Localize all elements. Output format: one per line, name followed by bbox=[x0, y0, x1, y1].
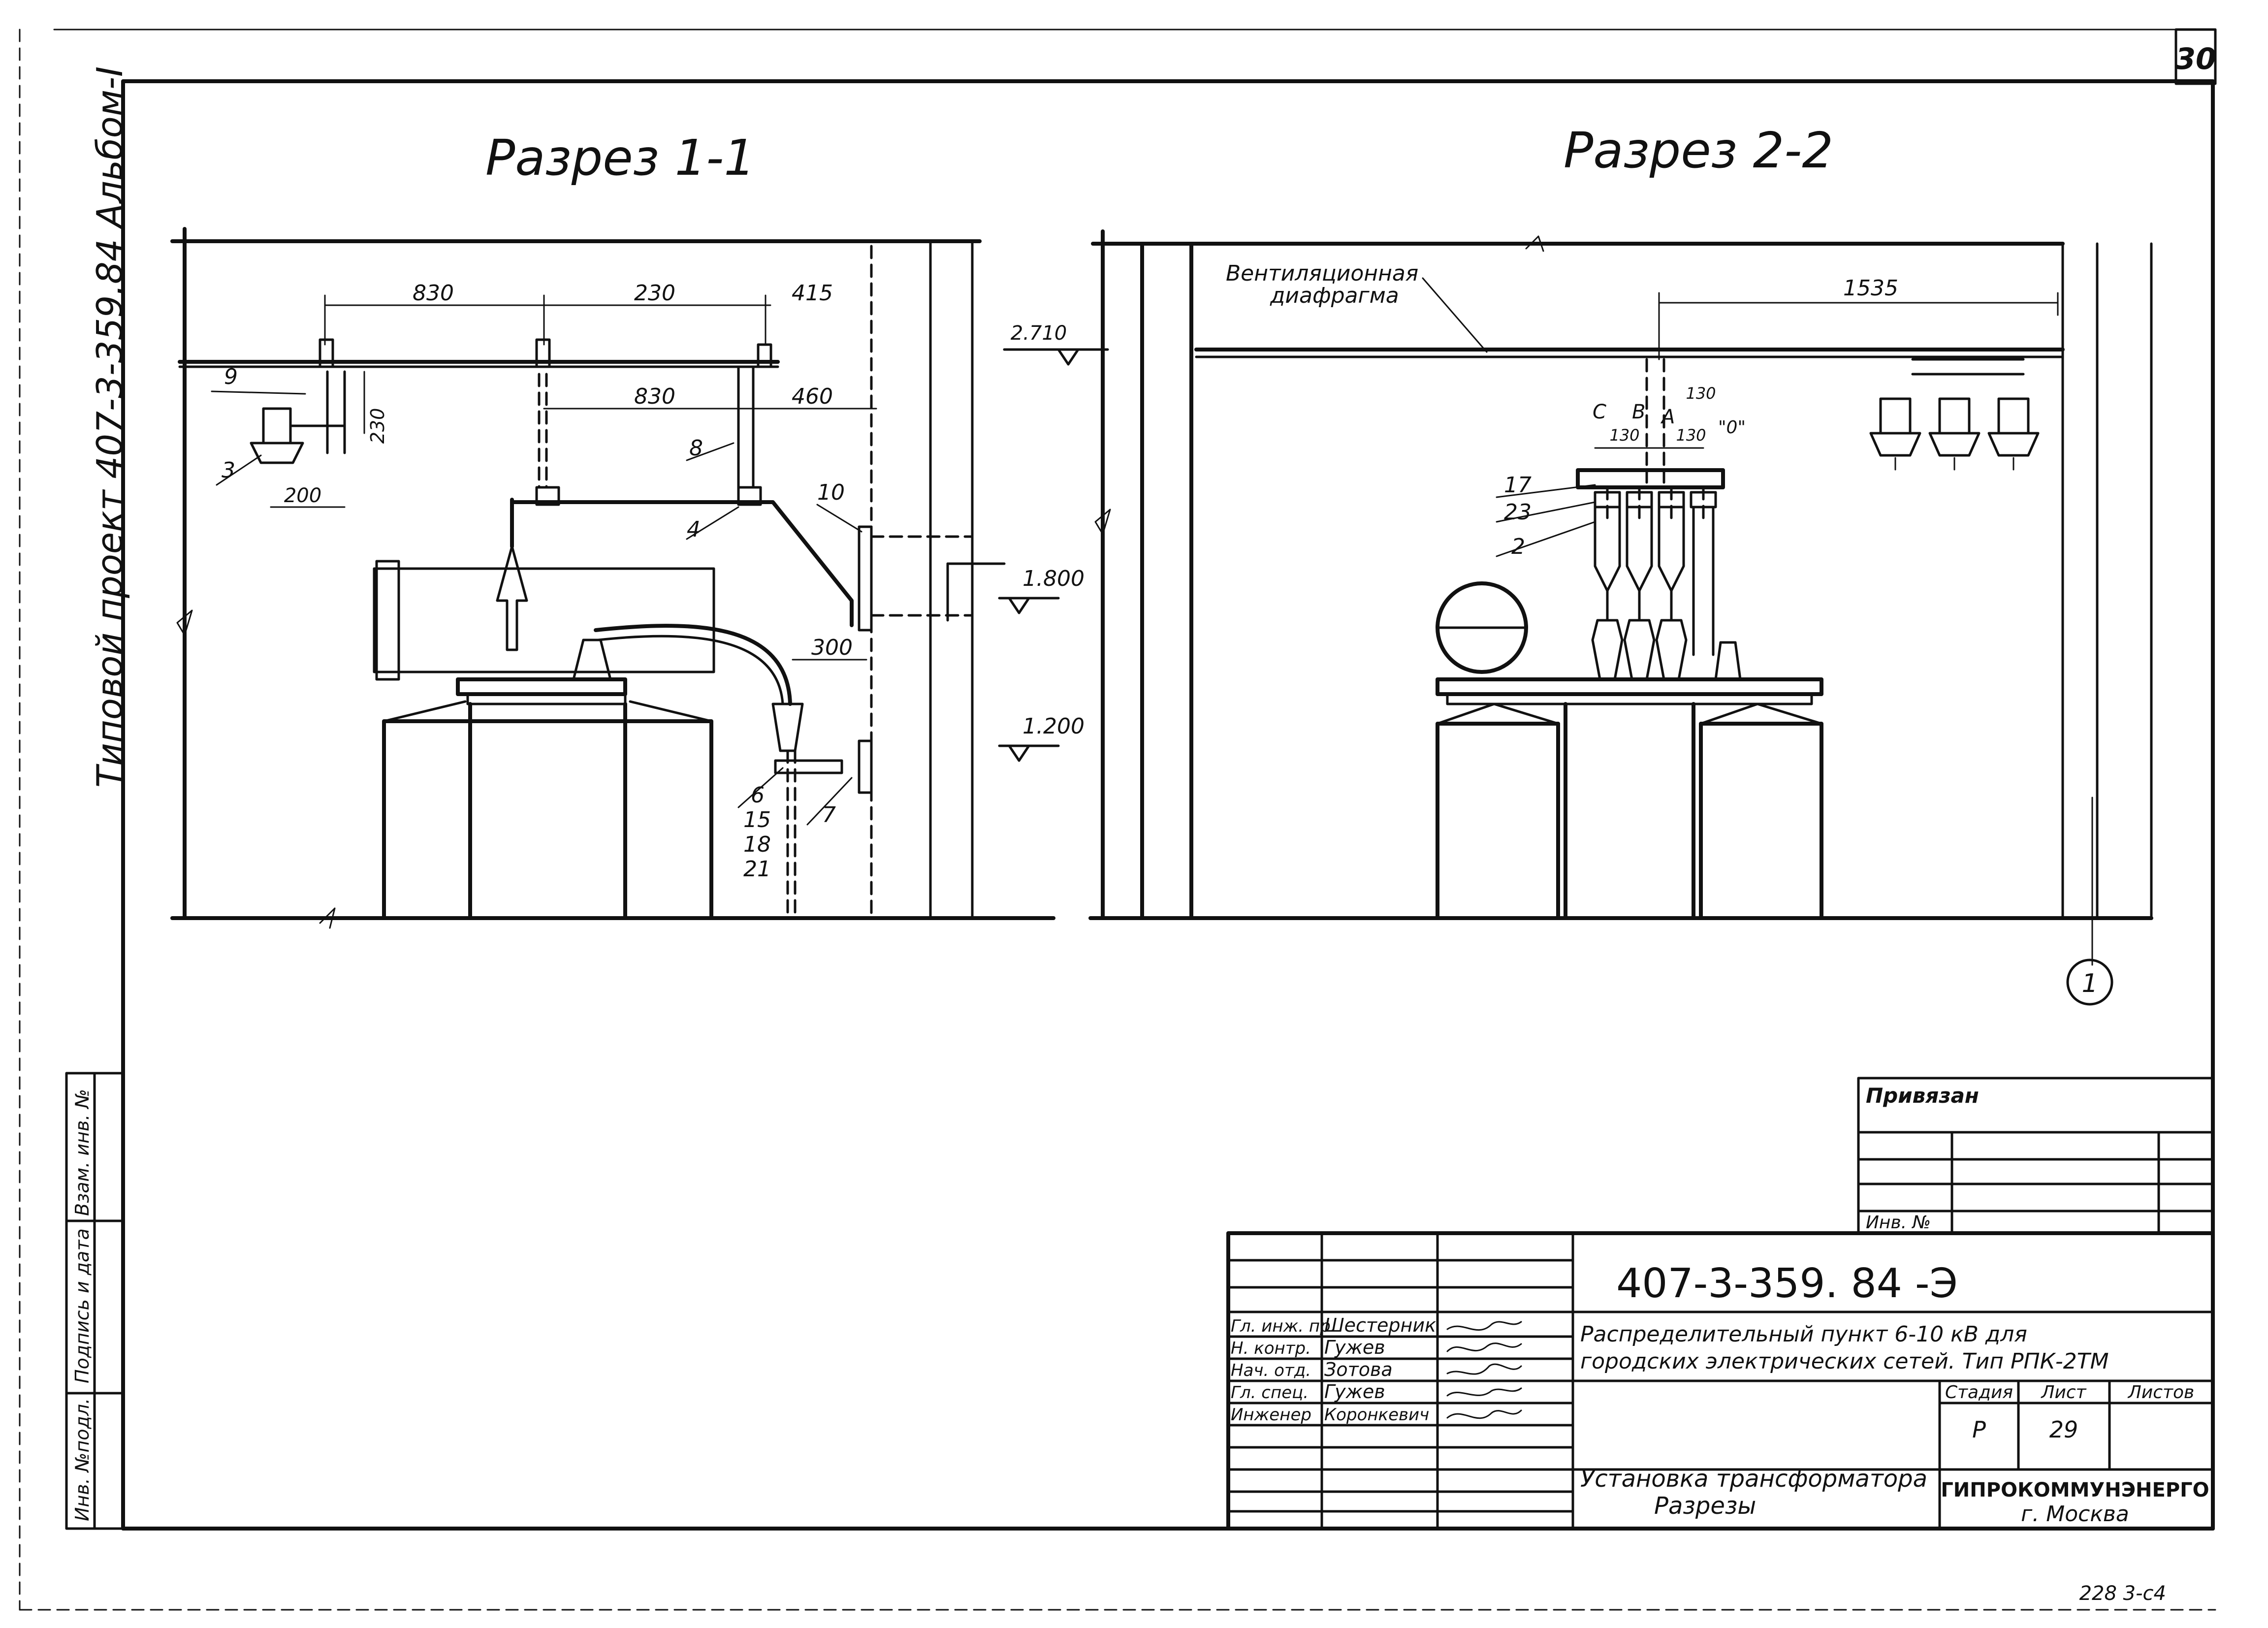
org-city: г. Москва bbox=[2021, 1501, 2129, 1527]
callout-4: 4 bbox=[687, 517, 701, 542]
left-binding-column bbox=[65, 1072, 125, 1530]
callout-15: 15 bbox=[743, 807, 771, 832]
callout-10: 10 bbox=[817, 480, 845, 505]
phase-c-label: С bbox=[1593, 401, 1606, 423]
vent-diaphragm-label-1: Вентиляционная bbox=[1226, 261, 1418, 286]
dim-830b: 830 bbox=[634, 384, 675, 409]
drawing-title-line-1: Установка трансформатора bbox=[1580, 1465, 1927, 1493]
sheets-header: Листов bbox=[2127, 1382, 2194, 1403]
privyazan-label: Привязан bbox=[1866, 1084, 1979, 1108]
dim-830: 830 bbox=[413, 281, 454, 306]
inv-no-label: Инв. № bbox=[1866, 1213, 1931, 1233]
callout-23: 23 bbox=[1504, 500, 1532, 525]
side-stamp: Типовой проект 407-3-359.84 Альбом-I bbox=[89, 66, 130, 788]
project-code: 407-3-359. 84 -Э bbox=[1616, 1260, 1958, 1307]
dim-415: 415 bbox=[792, 281, 833, 306]
dim-230: 230 bbox=[634, 281, 675, 306]
signer-role-1: Гл. инж. пр. bbox=[1231, 1316, 1336, 1336]
axis-marker-1: 1 bbox=[2081, 969, 2098, 998]
callout-9: 9 bbox=[224, 364, 238, 389]
description-line-2: городских электрических сетей. Тип РПК-2… bbox=[1580, 1349, 2109, 1374]
callout-17: 17 bbox=[1504, 473, 1532, 498]
callout-3: 3 bbox=[222, 458, 235, 483]
dim-1535: 1535 bbox=[1843, 276, 1898, 301]
signer-name-4: Гужев bbox=[1324, 1381, 1385, 1403]
signer-name-1: Шестерник bbox=[1324, 1314, 1436, 1336]
section-2-drawing bbox=[1088, 229, 2153, 1006]
left-label-signature: Подпись и дата bbox=[71, 1228, 93, 1383]
drawing-title-line-2: Разрезы bbox=[1654, 1492, 1756, 1520]
callout-7: 7 bbox=[822, 802, 836, 828]
dim-200: 200 bbox=[284, 484, 321, 507]
description-line-1: Распределительный пункт 6-10 кВ для bbox=[1580, 1322, 2027, 1347]
level-1200: 1.200 bbox=[1022, 714, 1085, 739]
dim-130-b: 130 bbox=[1676, 426, 1706, 445]
signer-role-2: Н. контр. bbox=[1231, 1339, 1311, 1358]
org-name: ГИПРОКОММУНЭНЕРГО bbox=[1941, 1479, 2209, 1501]
stage-value: Р bbox=[1972, 1416, 1986, 1443]
section-1-title: Разрез 1-1 bbox=[485, 129, 755, 187]
dim-130-a: 130 bbox=[1609, 426, 1639, 445]
stage-header: Стадия bbox=[1945, 1382, 2013, 1403]
phase-a-label: А bbox=[1660, 406, 1675, 428]
signer-role-4: Гл. спец. bbox=[1231, 1383, 1309, 1403]
bottom-right-stamp: 228 3-с4 bbox=[2079, 1582, 2166, 1605]
signer-role-5: Инженер bbox=[1231, 1405, 1311, 1425]
signer-name-2: Гужев bbox=[1324, 1337, 1385, 1358]
callout-6: 6 bbox=[751, 783, 765, 808]
dim-130-c: 130 bbox=[1686, 384, 1716, 403]
sheet-value: 29 bbox=[2049, 1416, 2078, 1443]
callout-18: 18 bbox=[743, 832, 771, 857]
callout-2: 2 bbox=[1511, 534, 1525, 559]
left-label-replace: Взам. инв. № bbox=[71, 1089, 93, 1216]
signature-marks bbox=[1446, 1321, 1522, 1419]
phase-0-label: "0" bbox=[1718, 417, 1746, 438]
vent-diaphragm-label-2: диафрагма bbox=[1270, 283, 1399, 308]
sheet-header: Лист bbox=[2040, 1382, 2086, 1403]
callout-8: 8 bbox=[689, 436, 703, 461]
signer-name-3: Зотова bbox=[1324, 1359, 1393, 1380]
dim-230-vertical: 230 bbox=[367, 408, 388, 444]
phase-b-label: В bbox=[1632, 401, 1645, 423]
level-1800: 1.800 bbox=[1022, 566, 1085, 591]
section-2-title: Разрез 2-2 bbox=[1564, 122, 1833, 179]
section-1-drawing bbox=[170, 227, 1109, 929]
level-2710: 2.710 bbox=[1011, 322, 1067, 345]
title-block bbox=[1226, 1077, 2215, 1531]
callout-21: 21 bbox=[743, 857, 771, 882]
left-label-inv: Инв. №подл. bbox=[71, 1398, 93, 1521]
signer-role-3: Нач. отд. bbox=[1231, 1361, 1311, 1380]
signer-name-5: Коронкевич bbox=[1324, 1405, 1429, 1425]
sheet-frame bbox=[19, 28, 2217, 1611]
sheet-corner-number: 30 bbox=[2175, 42, 2216, 76]
dim-460: 460 bbox=[792, 384, 833, 409]
dim-300: 300 bbox=[811, 635, 853, 660]
